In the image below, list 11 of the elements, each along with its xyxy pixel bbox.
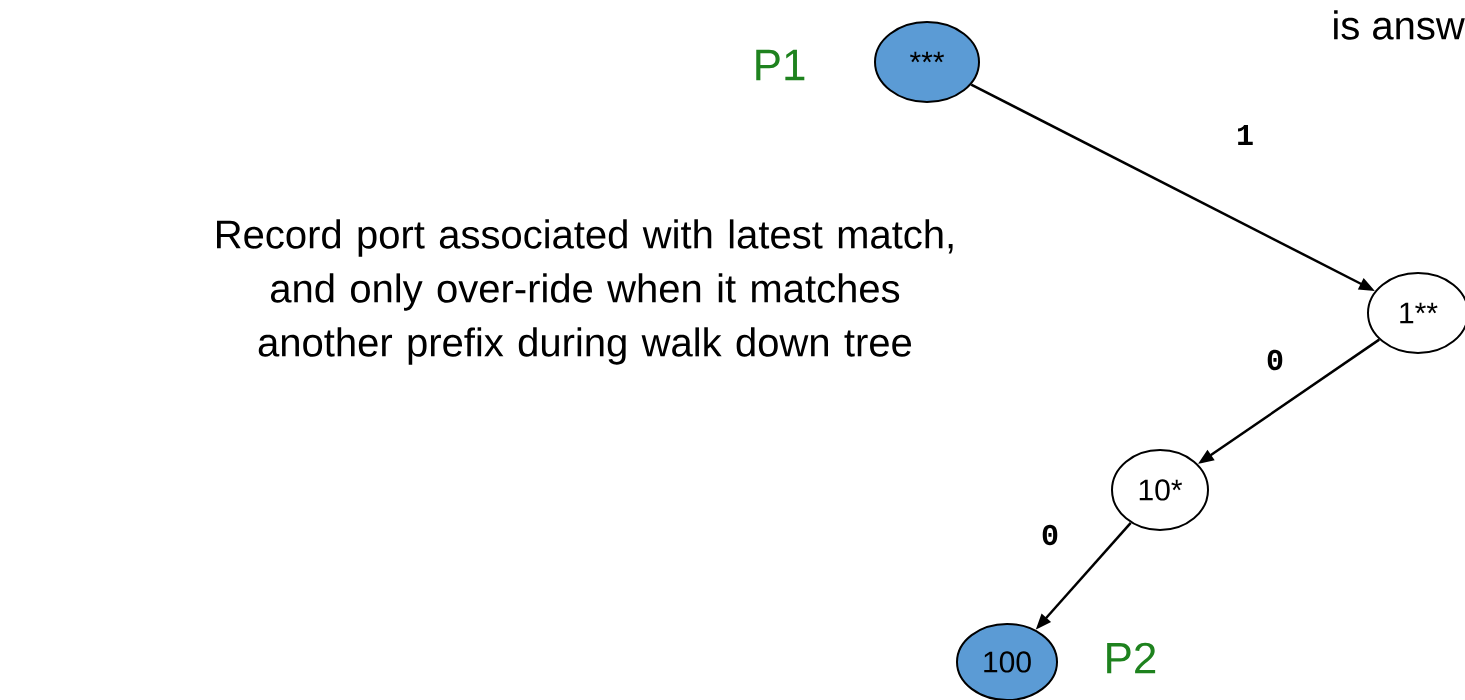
edge-label: 1 — [1235, 124, 1255, 146]
tree-node: 100 — [956, 623, 1058, 700]
note-text: is answ — [1334, 10, 1465, 40]
edge-label: 0 — [1040, 523, 1060, 547]
tree-node: 10* — [1111, 449, 1209, 531]
tree-node: *** — [874, 21, 980, 103]
note-text: Record port associated with latest match, and only over-ride when it matches another prefix during walk down tree — [217, 219, 953, 365]
port-label: P2 — [1107, 642, 1156, 674]
port-label: P1 — [756, 49, 805, 81]
edge-label: 0 — [1265, 348, 1285, 372]
tree-node: 1** — [1367, 272, 1465, 354]
